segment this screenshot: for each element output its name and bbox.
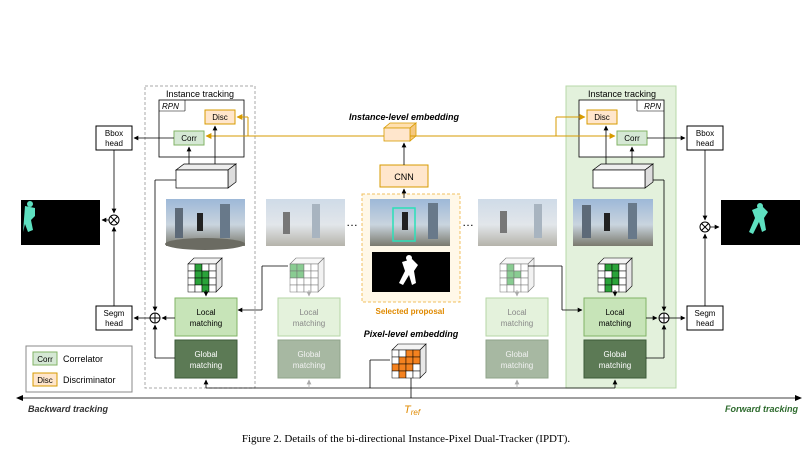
forward-tracking-label: Forward tracking (725, 404, 799, 414)
svg-text:head: head (105, 139, 123, 148)
global-matching-right: Global matching (583, 339, 647, 379)
mult-node-right (699, 221, 711, 233)
local-matching-right: Local matching (583, 297, 647, 337)
instance-embedding-label: Instance-level embedding (349, 112, 460, 122)
ellipsis-right: … (462, 215, 474, 229)
svg-text:Global: Global (194, 350, 217, 359)
frame-left-active (165, 199, 245, 250)
mask-right (721, 200, 800, 245)
timeline (16, 388, 802, 401)
feature-grid-left-faded (289, 257, 325, 293)
local-matching-left: Local matching (174, 297, 238, 337)
local-matching-right-faded: Local matching (485, 297, 549, 337)
svg-text:head: head (696, 319, 714, 328)
rpn-label-left: RPN (162, 102, 179, 111)
rpn-label-right: RPN (644, 102, 661, 111)
cnn-label: CNN (394, 172, 414, 182)
mask-left (21, 200, 100, 245)
svg-text:Bbox: Bbox (696, 129, 714, 138)
svg-text:matching: matching (599, 319, 631, 328)
backward-instance-panel (144, 85, 256, 389)
instance-feature-slab-left (174, 163, 238, 189)
pixel-embedding-grid (391, 343, 427, 379)
svg-text:Segm: Segm (695, 309, 716, 318)
backward-tracking-label: Backward tracking (28, 404, 109, 414)
legend-disc-swatch (32, 372, 58, 387)
svg-text:matching: matching (501, 361, 533, 370)
svg-text:Segm: Segm (104, 309, 125, 318)
feature-grid-left (187, 257, 223, 293)
frame-left-faded (266, 199, 345, 246)
frame-right-active (573, 199, 653, 246)
selected-proposal-label: Selected proposal (376, 307, 445, 316)
connector-arrows (101, 125, 720, 389)
svg-text:Local: Local (507, 308, 526, 317)
global-matching-left-faded: Global matching (277, 339, 341, 379)
mask-reference (372, 252, 450, 292)
pixel-embedding-label: Pixel-level embedding (364, 329, 459, 339)
legend: Corr Correlator Disc Discriminator (25, 345, 133, 393)
disc-box-left (204, 109, 236, 125)
global-matching-right-faded: Global matching (485, 339, 549, 379)
instance-tracking-title-right: Instance tracking (588, 89, 656, 99)
svg-text:Corr: Corr (37, 355, 53, 364)
svg-text:matching: matching (293, 319, 325, 328)
svg-text:matching: matching (190, 319, 222, 328)
disc-label-right: Disc (594, 113, 610, 122)
legend-corr-swatch (32, 351, 58, 366)
svg-text:Local: Local (299, 308, 318, 317)
frame-right-faded (478, 199, 557, 246)
bbox-head-left (95, 125, 133, 151)
svg-text:Local: Local (196, 308, 215, 317)
legend-disc-text: Discriminator (63, 375, 116, 385)
svg-text:Bbox: Bbox (105, 129, 123, 138)
svg-text:matching: matching (190, 361, 222, 370)
corr-label-left: Corr (181, 134, 197, 143)
corr-label-right: Corr (624, 134, 640, 143)
svg-text:Global: Global (603, 350, 626, 359)
sum-node-left (149, 312, 161, 324)
svg-text:head: head (105, 319, 123, 328)
svg-text:matching: matching (293, 361, 325, 370)
feature-grid-right-faded (499, 257, 535, 293)
svg-text:matching: matching (501, 319, 533, 328)
svg-text:Disc: Disc (37, 376, 53, 385)
global-matching-left: Global matching (174, 339, 238, 379)
instance-embedding-cuboid (382, 122, 418, 142)
local-matching-left-faded: Local matching (277, 297, 341, 337)
figure-caption: Figure 2. Details of the bi-directional … (242, 433, 571, 445)
faded-connector-arrows (306, 290, 520, 388)
selected-proposal-box (392, 207, 416, 242)
segm-head-right (686, 305, 724, 331)
tref-label: Tref (404, 404, 421, 417)
sum-node-right (658, 312, 670, 324)
instance-feature-slab-right (591, 163, 655, 189)
svg-text:Global: Global (297, 350, 320, 359)
disc-label-left: Disc (212, 113, 228, 122)
mult-node-left (108, 214, 120, 226)
disc-box-right (586, 109, 618, 125)
feature-grid-right (597, 257, 633, 293)
ellipsis-left: … (346, 215, 358, 229)
svg-text:matching: matching (599, 361, 631, 370)
legend-corr-text: Correlator (63, 354, 103, 364)
bbox-head-right (686, 125, 724, 151)
svg-text:Local: Local (605, 308, 624, 317)
svg-text:head: head (696, 139, 714, 148)
instance-tracking-title-left: Instance tracking (166, 89, 234, 99)
instance-embedding-flow (205, 114, 616, 139)
svg-text:Global: Global (505, 350, 528, 359)
frame-reference (370, 199, 450, 246)
